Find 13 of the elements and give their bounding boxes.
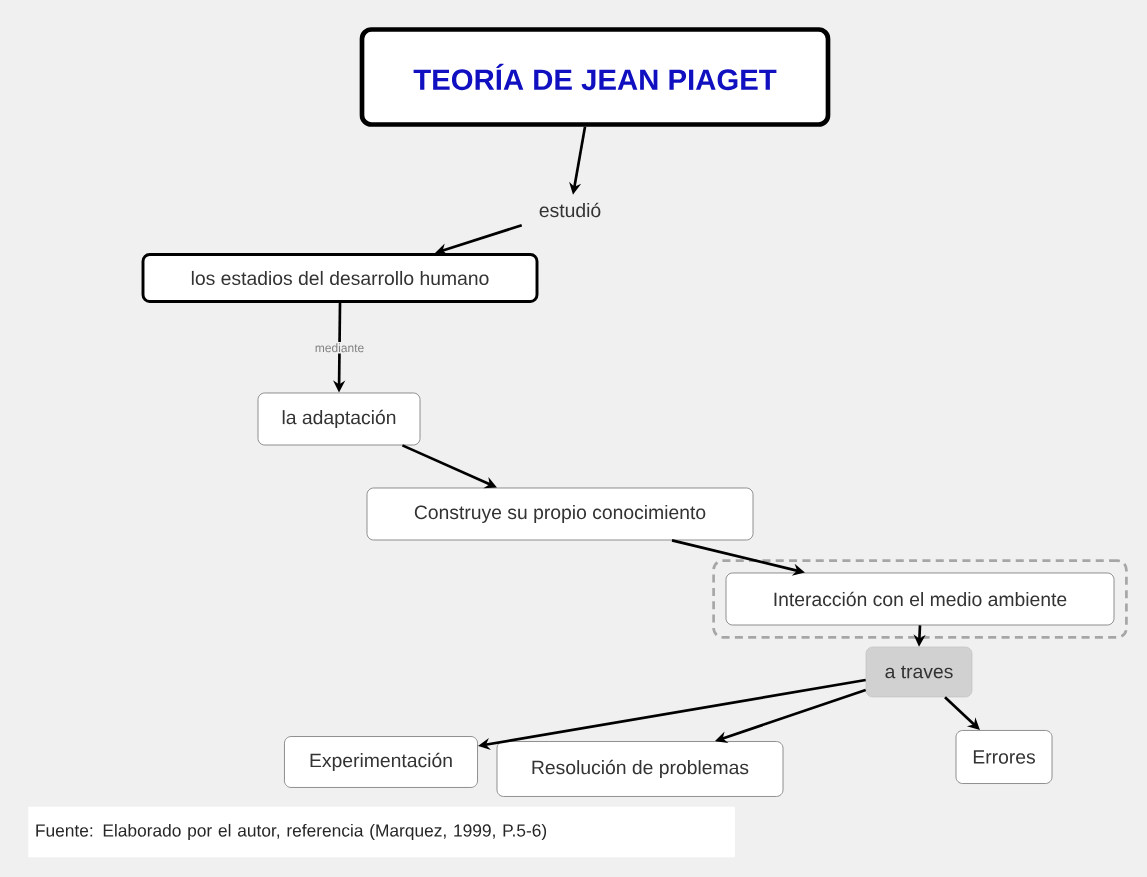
concept-box: Resolución de problemas	[496, 741, 784, 797]
link-word: estudió	[539, 202, 601, 218]
title-box: TEORÍA DE JEAN PIAGET	[359, 27, 831, 127]
concept-box: Errores	[955, 730, 1053, 784]
group-frame	[712, 559, 1128, 639]
link-box: a traves	[865, 646, 973, 698]
concept-box: los estadios del desarrollo humano	[141, 253, 539, 303]
edge-label: mediante	[313, 342, 366, 354]
concept-box: Experimentación	[284, 736, 478, 788]
concept-box: Interacción con el medio ambiente	[725, 572, 1115, 626]
caption: Fuente: Elaborado por el autor, referencia (Marquez, 1999, P.5-6)	[28, 806, 735, 858]
concept-box: la adaptación	[257, 392, 421, 446]
concept-box: Construye su propio conocimiento	[366, 487, 754, 541]
